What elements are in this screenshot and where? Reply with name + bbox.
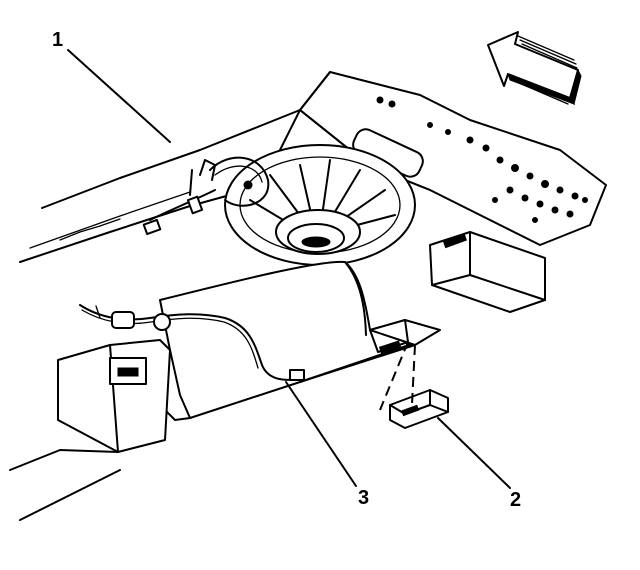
callout-label-1: 1 [52, 29, 63, 51]
leader-line-1 [67, 49, 171, 143]
wiring-harness [79, 304, 305, 381]
vehicle-body [19, 71, 607, 313]
panel-texture [376, 96, 588, 223]
front-direction-arrow-icon [487, 31, 582, 106]
leader-line-2 [437, 417, 511, 489]
upper-cable [142, 159, 216, 236]
bracket-clip [379, 341, 449, 429]
callout-label-2: 2 [510, 489, 521, 511]
leader-line-3 [285, 381, 357, 487]
lower-floor [9, 260, 441, 521]
callout-label-3: 3 [358, 487, 369, 509]
spare-tire-well [209, 144, 416, 266]
callout-leaders [67, 49, 511, 489]
